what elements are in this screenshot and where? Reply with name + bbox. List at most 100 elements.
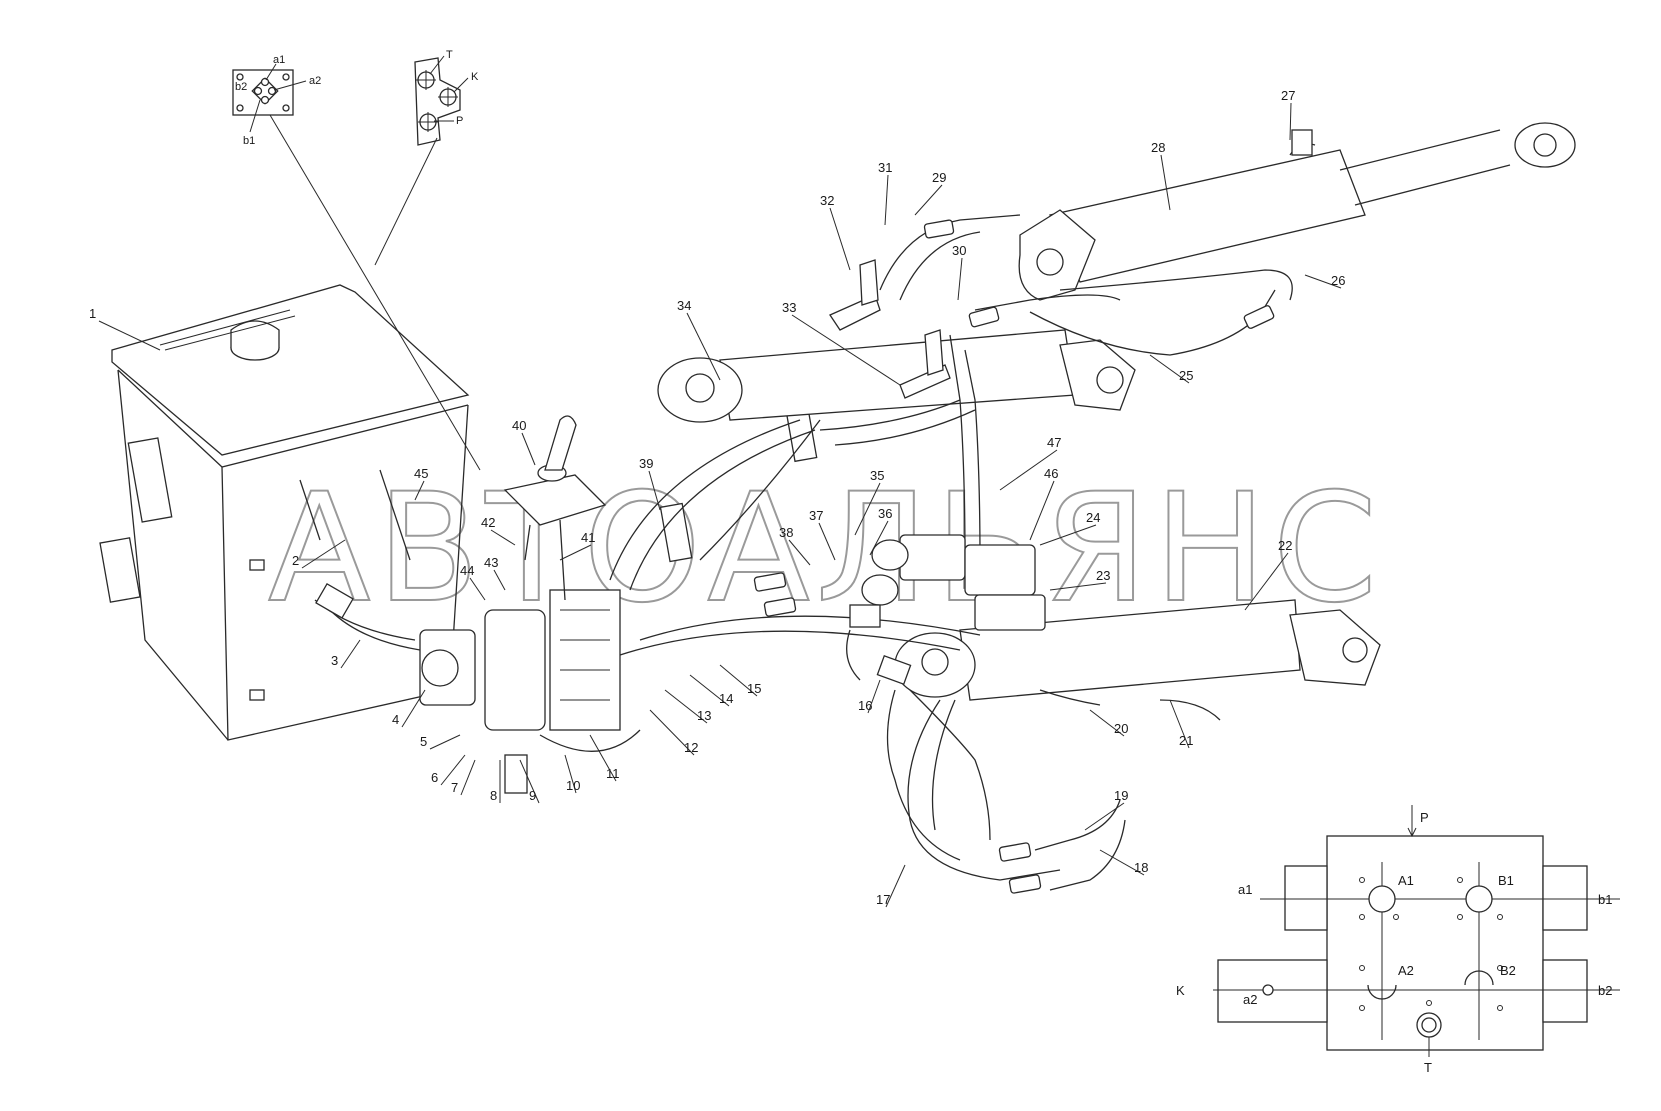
callout-21: 21 [1179, 733, 1193, 748]
callout-28: 28 [1151, 140, 1165, 155]
schematic-b2: b2 [1598, 983, 1612, 998]
callout-leader-45 [414, 480, 425, 501]
callout-19: 19 [1114, 788, 1128, 803]
callout-leader-46 [1029, 480, 1055, 541]
callout-7: 7 [451, 780, 458, 795]
callout-leader-6 [440, 754, 466, 786]
callout-leader-33 [791, 314, 901, 386]
callout-11: 11 [606, 766, 620, 781]
center-valve-cluster [753, 534, 1046, 686]
callout-42: 42 [481, 515, 495, 530]
bracket-port-P: P [456, 115, 463, 127]
callout-leader-1 [98, 320, 161, 351]
port-label-b1: b1 [243, 135, 255, 147]
callout-leader-15 [719, 664, 758, 697]
port-label-a2: a2 [309, 75, 321, 87]
callout-leader-36 [869, 520, 889, 556]
callout-5: 5 [420, 734, 427, 749]
callout-leader-29 [914, 184, 943, 216]
bracket-32 [829, 259, 881, 331]
callout-35: 35 [870, 468, 884, 483]
bracket-port-T: T [446, 49, 453, 61]
callout-46: 46 [1044, 466, 1058, 481]
bracket-port-detail: T K P [374, 49, 479, 266]
callout-3: 3 [331, 653, 338, 668]
schematic-a1: a1 [1238, 882, 1252, 897]
watermark: АВТОАЛЬЯНС [268, 462, 1383, 636]
callout-leader-7 [460, 759, 476, 796]
callout-2: 2 [292, 553, 299, 568]
callout-24: 24 [1086, 510, 1100, 525]
callout-leader-13 [664, 689, 708, 724]
callout-leader-22 [1244, 552, 1289, 611]
callout-9: 9 [529, 788, 536, 803]
callout-26: 26 [1331, 273, 1345, 288]
callout-leader-27 [1289, 102, 1292, 141]
schematic-b1: b1 [1598, 892, 1612, 907]
callout-40: 40 [512, 418, 526, 433]
callout-20: 20 [1114, 721, 1128, 736]
schematic-A1: A1 [1398, 873, 1414, 888]
callout-leader-38 [788, 539, 811, 566]
callout-38: 38 [779, 525, 793, 540]
callout-23: 23 [1096, 568, 1110, 583]
cylinder-34 [657, 329, 1136, 423]
callout-leader-41 [559, 544, 592, 561]
distributor-block [659, 402, 818, 563]
port-label-b2: b2 [235, 81, 247, 93]
callout-leader-37 [818, 522, 836, 561]
pump-assembly [314, 582, 641, 794]
schematic-B1: B1 [1498, 873, 1514, 888]
callout-6: 6 [431, 770, 438, 785]
hose-lines [609, 214, 1293, 894]
callout-leader-31 [884, 174, 889, 226]
callout-25: 25 [1179, 368, 1193, 383]
callout-33: 33 [782, 300, 796, 315]
callout-leader-10 [564, 754, 577, 794]
callout-leader-32 [829, 207, 851, 271]
valve-schematic: P T K A1 B1 A2 B2 a1 b1 a2 b2 [1176, 805, 1620, 1075]
callout-17: 17 [876, 892, 890, 907]
callout-leader-2 [301, 539, 346, 569]
port-plate-detail: a1 a2 b2 b1 [232, 54, 481, 471]
callout-leader-3 [340, 639, 361, 669]
callout-27: 27 [1281, 88, 1295, 103]
callout-4: 4 [392, 712, 399, 727]
callout-leader-4 [401, 689, 426, 728]
callout-leader-12 [649, 709, 695, 756]
callout-leader-14 [689, 674, 730, 707]
callout-16: 16 [858, 698, 872, 713]
callout-leader-17 [885, 864, 906, 908]
schematic-P: P [1420, 810, 1429, 825]
callout-10: 10 [566, 778, 580, 793]
schematic-a2: a2 [1243, 992, 1257, 1007]
callout-leader-24 [1039, 524, 1097, 546]
callout-leader-19 [1084, 802, 1125, 831]
joystick-panel [503, 415, 607, 601]
callout-leader-16 [867, 679, 881, 714]
callout-47: 47 [1047, 435, 1061, 450]
callout-leader-44 [469, 577, 486, 601]
callout-leader-43 [493, 569, 506, 591]
callout-leader-35 [854, 482, 881, 536]
hydraulic-tank [99, 284, 470, 741]
callout-leader-20 [1089, 709, 1125, 737]
callout-39: 39 [639, 456, 653, 471]
callout-leader-39 [648, 470, 661, 511]
callout-8: 8 [490, 788, 497, 803]
callout-leader-18 [1099, 849, 1145, 876]
callout-34: 34 [677, 298, 691, 313]
callout-leader-9 [519, 759, 540, 804]
callout-14: 14 [719, 691, 733, 706]
callout-43: 43 [484, 555, 498, 570]
callout-leader-30 [957, 257, 963, 301]
cylinder-28 [1018, 122, 1576, 301]
callout-36: 36 [878, 506, 892, 521]
callout-18: 18 [1134, 860, 1148, 875]
schematic-B2: B2 [1500, 963, 1516, 978]
schematic-T: T [1424, 1060, 1432, 1075]
callout-37: 37 [809, 508, 823, 523]
callout-leader-47 [999, 449, 1058, 491]
